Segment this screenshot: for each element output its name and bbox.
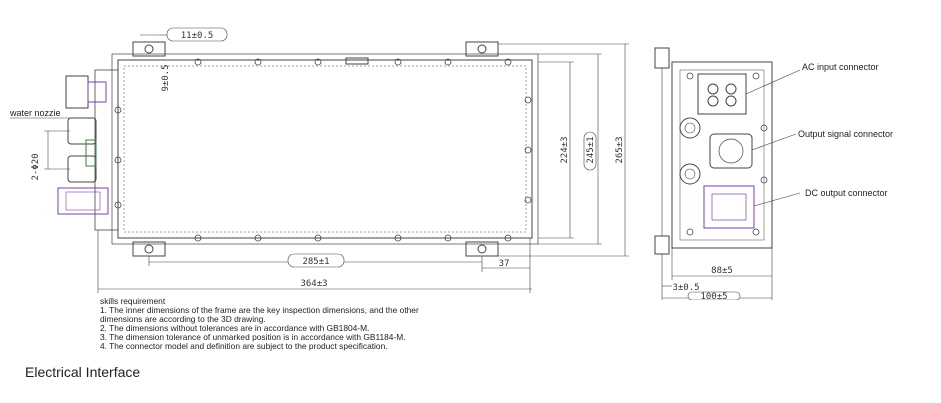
- dim-height-mid: 245±1: [586, 136, 596, 163]
- dim-side-total: 100±5: [700, 292, 727, 300]
- dim-side-offset: 3±0.5: [672, 283, 699, 293]
- note-line: 4. The connector model and definition ar…: [100, 341, 388, 351]
- notes-title: skills requirement: [100, 296, 166, 306]
- flange-outline: [111, 53, 539, 245]
- side-bracket-top: [654, 47, 670, 69]
- section-caption: Electrical Interface: [25, 364, 141, 380]
- label-output-signal: Output signal connector: [798, 129, 893, 139]
- dim-width-total: 364±3: [300, 279, 327, 289]
- output-signal-connector: [709, 133, 753, 169]
- dc-connector-side: [57, 187, 109, 215]
- dc-connector-inner: [65, 191, 101, 211]
- label-ac-input: AC input connector: [802, 62, 879, 72]
- callout-labels: water nozzie AC input connector Output s…: [9, 62, 893, 198]
- label-dc-output: DC output connector: [805, 188, 888, 198]
- note-line: dimensions are according to the 3D drawi…: [100, 314, 266, 324]
- note-line: 2. The dimensions without tolerances are…: [100, 323, 370, 333]
- signal-connector-side: [85, 139, 97, 167]
- water-nozzle-lower: [67, 155, 97, 183]
- main-view: [57, 41, 539, 257]
- side-housing: [671, 61, 773, 249]
- housing-outline: [117, 59, 533, 239]
- note-line: 1. The inner dimensions of the frame are…: [100, 305, 419, 315]
- ac-pin-2: [725, 83, 737, 95]
- dc-output-connector: [703, 185, 755, 229]
- mount-ear-top-left: [132, 41, 166, 57]
- dim-hole-width: 11±0.5: [181, 31, 214, 41]
- mount-hole-bottom-right: [477, 244, 487, 254]
- dim-height-outer: 265±3: [615, 136, 625, 163]
- note-line: 3. The dimension tolerance of unmarked p…: [100, 332, 406, 342]
- mount-hole-bottom-left: [144, 244, 154, 254]
- inner-frame: [123, 65, 527, 233]
- dim-hole-offset: 9±0.5: [161, 64, 171, 91]
- ac-pin-1: [707, 83, 719, 95]
- perimeter-screws: [114, 58, 532, 242]
- mount-hole-top-right: [477, 44, 487, 54]
- technical-drawing: 11±0.5 9±0.5 2-Φ20 224±3 245±1 265±3 285…: [9, 27, 893, 300]
- dim-width-edge: 37: [499, 259, 510, 269]
- dim-side-width: 88±5: [711, 266, 733, 276]
- side-nozzle-lower: [679, 163, 701, 185]
- top-tab: [345, 57, 369, 65]
- ac-pin-4: [725, 95, 737, 107]
- ac-input-connector: [697, 73, 747, 115]
- mount-hole-top-left: [144, 44, 154, 54]
- side-view: [654, 47, 773, 255]
- label-water-nozzle: water nozzie: [9, 108, 61, 118]
- dim-height-inner: 224±3: [560, 136, 570, 163]
- ac-connector-side: [65, 75, 89, 109]
- ac-pin-3: [707, 95, 719, 107]
- side-bracket-bottom: [654, 235, 670, 255]
- dim-nozzle-diameter: 2-Φ20: [31, 153, 41, 180]
- dimension-labels: 11±0.5 9±0.5 2-Φ20 224±3 245±1 265±3 285…: [31, 27, 741, 300]
- dim-width-holes: 285±1: [302, 257, 329, 267]
- side-inner: [679, 69, 765, 241]
- connector-panel: [94, 69, 119, 231]
- ac-connector-highlight: [87, 81, 107, 103]
- mount-ear-top-right: [465, 41, 499, 57]
- technical-notes: skills requirement 1. The inner dimensio…: [100, 297, 540, 351]
- side-nozzle-upper: [679, 117, 701, 139]
